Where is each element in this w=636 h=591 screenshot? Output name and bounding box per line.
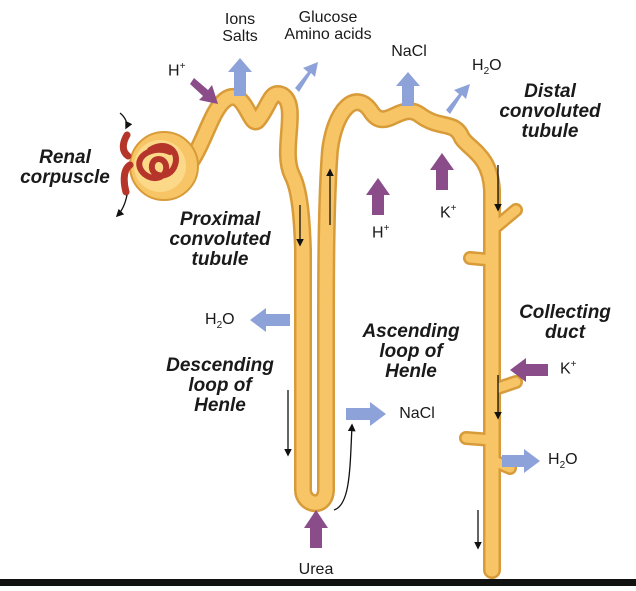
renal-corpuscle — [115, 112, 199, 218]
proximal-tubule-label: Proximal convoluted tubule — [169, 209, 271, 270]
ascending-loop-label: Ascending loop of Henle — [362, 321, 460, 382]
bottom-border — [0, 579, 636, 586]
ions-salts-label: Ions Salts — [222, 11, 258, 45]
blue-arrows — [228, 58, 540, 473]
h2o-label-top: H2O — [472, 57, 502, 78]
h2o-label-right: H2O — [548, 451, 578, 472]
collecting-duct-label: Collecting duct — [519, 302, 611, 343]
h-plus-label-mid: H+ — [372, 223, 390, 242]
nacl-loop-label: NaCl — [399, 405, 435, 422]
nacl-top-label: NaCl — [391, 43, 427, 60]
k-plus-label-distal: K+ — [440, 203, 457, 222]
h2o-label-left: H2O — [205, 311, 235, 332]
descending-loop-label: Descending loop of Henle — [166, 355, 274, 416]
h-plus-label-top: H+ — [168, 61, 186, 80]
glucose-amino-label: Glucose Amino acids — [284, 9, 372, 43]
k-plus-label-collecting: K+ — [560, 359, 577, 378]
renal-corpuscle-label: Renal corpuscle — [20, 147, 110, 188]
purple-arrows — [190, 78, 548, 548]
distal-tubule-label: Distal convoluted tubule — [499, 81, 601, 142]
flow-arrows — [284, 165, 502, 550]
tubule-fill — [185, 87, 521, 577]
urea-label: Urea — [298, 561, 334, 578]
